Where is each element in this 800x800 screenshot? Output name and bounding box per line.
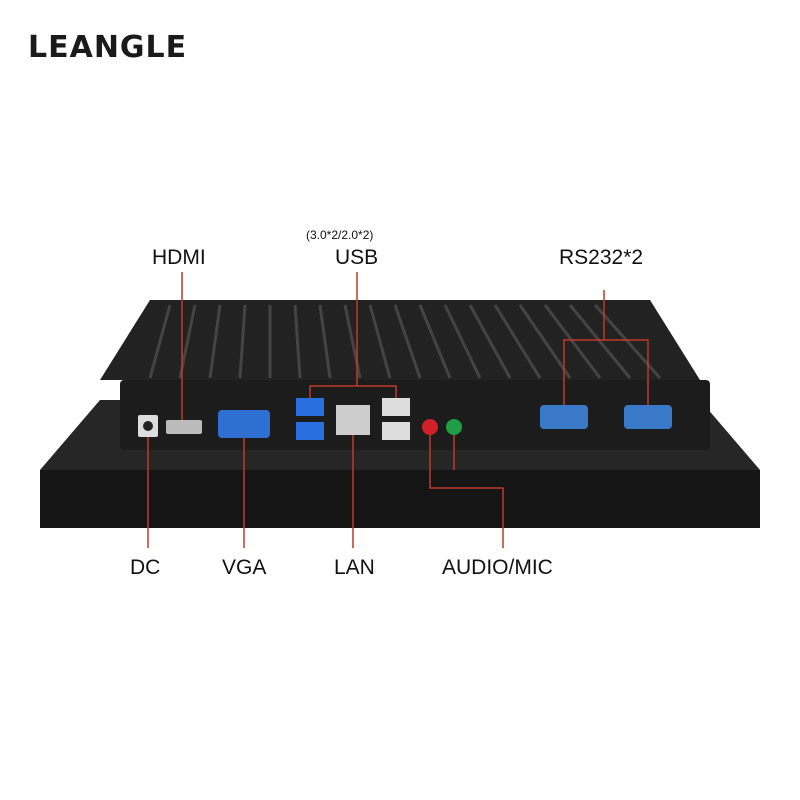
vga-port <box>218 410 270 438</box>
serial-port-2 <box>624 405 672 429</box>
label-lan: LAN <box>334 556 375 579</box>
base-plate <box>40 470 760 528</box>
mic-jack <box>446 419 462 435</box>
usb2-port-2 <box>382 422 410 440</box>
hdmi-port <box>166 420 202 434</box>
label-rs232: RS232*2 <box>559 246 644 269</box>
usb2-port-1 <box>382 398 410 416</box>
io-panel <box>120 380 710 450</box>
usb3-port-1 <box>296 398 324 416</box>
serial-port-1 <box>540 405 588 429</box>
label-audio-mic: AUDIO/MIC <box>442 556 553 579</box>
label-hdmi: HDMI <box>152 246 206 269</box>
label-usb: USB <box>335 246 379 269</box>
label-dc: DC <box>130 556 161 579</box>
label-usb-detail: (3.0*2/2.0*2) <box>306 228 374 242</box>
brand-logo: LEANGLE <box>28 30 188 65</box>
label-vga: VGA <box>222 556 267 579</box>
heatsink <box>100 300 700 380</box>
heatsink-fins <box>148 304 662 379</box>
lan-port <box>336 405 370 435</box>
usb3-port-2 <box>296 422 324 440</box>
callout-lines <box>147 272 649 548</box>
audio-jack <box>422 419 438 435</box>
